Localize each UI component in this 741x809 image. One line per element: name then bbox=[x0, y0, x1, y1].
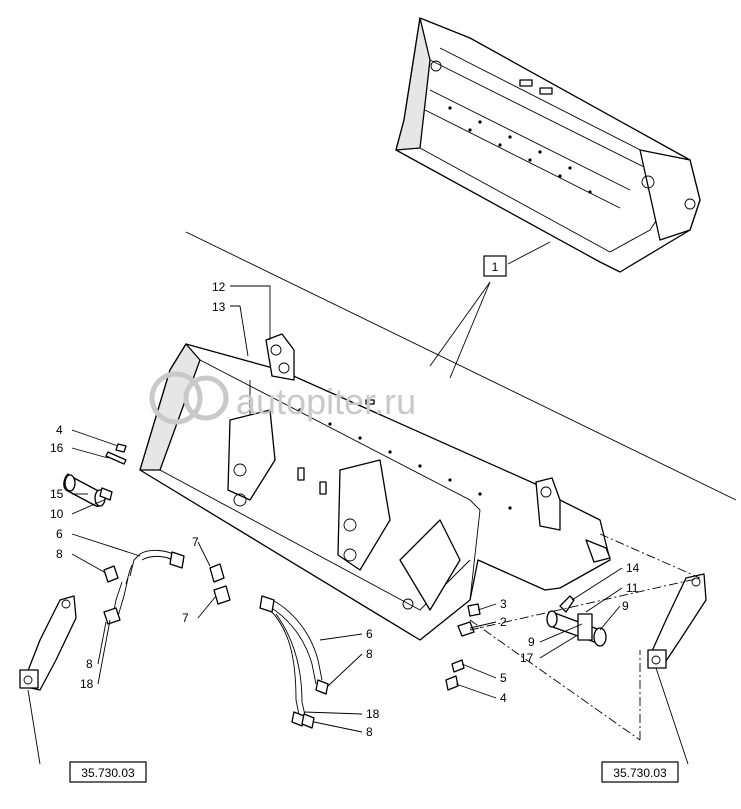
ref-left-label: 35.730.03 bbox=[81, 766, 135, 780]
ref-box-1-label: 1 bbox=[492, 260, 499, 274]
upper-bucket-shell bbox=[395, 17, 701, 273]
watermark: autopiter.ru bbox=[149, 371, 416, 425]
callout-9-left: 9 bbox=[528, 635, 535, 649]
dash-dot-lines bbox=[469, 533, 701, 741]
small-parts-left bbox=[19, 443, 329, 729]
small-parts-right bbox=[445, 573, 707, 691]
callout-16: 16 bbox=[50, 441, 64, 455]
callout-8-a: 8 bbox=[56, 547, 63, 561]
callout-14: 14 bbox=[626, 561, 640, 575]
callout-5: 5 bbox=[500, 671, 507, 685]
watermark-text: autopiter.ru bbox=[236, 381, 416, 422]
callout-18-left: 18 bbox=[80, 677, 94, 691]
callout-18-right: 18 bbox=[366, 707, 380, 721]
callout-7-b: 7 bbox=[182, 611, 189, 625]
callout-4-left: 4 bbox=[56, 423, 63, 437]
callout-6-left: 6 bbox=[56, 527, 63, 541]
callout-2: 2 bbox=[500, 615, 507, 629]
callout-3: 3 bbox=[500, 597, 507, 611]
callout-labels: 12 13 4 16 15 10 6 8 8 18 7 7 6 8 18 8 3… bbox=[50, 280, 640, 739]
lower-bucket-assembly bbox=[139, 333, 611, 641]
ref-box-1: 1 bbox=[483, 255, 507, 277]
callout-10: 10 bbox=[50, 507, 64, 521]
leader-lines bbox=[27, 241, 689, 765]
callout-13: 13 bbox=[212, 300, 226, 314]
callout-12: 12 bbox=[212, 280, 226, 294]
callout-11: 11 bbox=[626, 581, 639, 595]
callout-8-d: 8 bbox=[366, 725, 373, 739]
callout-8-b: 8 bbox=[86, 657, 93, 671]
ref-box-left: 35.730.03 bbox=[69, 761, 147, 783]
callout-6-right: 6 bbox=[366, 627, 373, 641]
callout-9-right: 9 bbox=[622, 599, 629, 613]
ref-right-label: 35.730.03 bbox=[613, 766, 667, 780]
callout-17: 17 bbox=[520, 651, 534, 665]
callout-15: 15 bbox=[50, 487, 64, 501]
callout-4-right: 4 bbox=[500, 691, 507, 705]
callout-8-c: 8 bbox=[366, 647, 373, 661]
separator-line bbox=[185, 231, 737, 501]
callout-7-a: 7 bbox=[192, 535, 199, 549]
ref-box-right: 35.730.03 bbox=[601, 761, 679, 783]
